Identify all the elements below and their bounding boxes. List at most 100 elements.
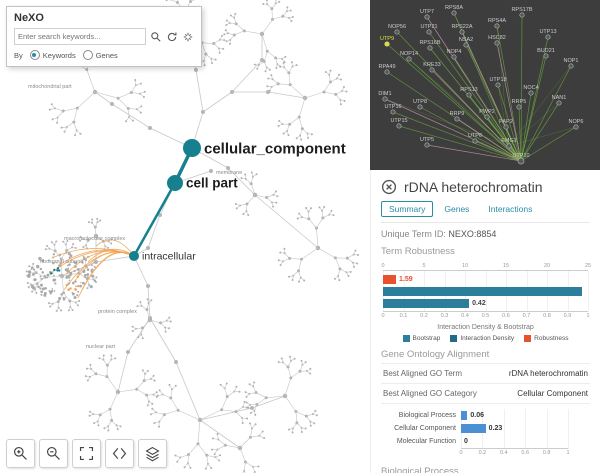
tree-node[interactable] xyxy=(152,374,155,377)
tab-summary[interactable]: Summary xyxy=(381,201,434,217)
tree-node[interactable] xyxy=(289,9,292,12)
tree-node[interactable] xyxy=(93,279,97,282)
tree-node[interactable] xyxy=(304,361,307,364)
tree-node[interactable] xyxy=(74,288,77,291)
gene-node[interactable] xyxy=(517,157,525,165)
tree-node[interactable] xyxy=(114,357,117,360)
tree-node[interactable] xyxy=(74,134,77,137)
tree-node[interactable] xyxy=(213,453,216,456)
tree-node[interactable] xyxy=(229,14,232,17)
tree-node[interactable] xyxy=(253,63,256,66)
tree-node[interactable] xyxy=(38,256,42,261)
tree-node[interactable] xyxy=(245,401,248,404)
tree-node[interactable] xyxy=(31,272,35,276)
tree-node[interactable] xyxy=(291,16,294,19)
tree-node[interactable] xyxy=(218,51,221,54)
tree-node[interactable] xyxy=(69,254,73,258)
tree-node[interactable] xyxy=(287,134,290,137)
tree-node[interactable] xyxy=(241,422,244,425)
tree-node[interactable] xyxy=(356,253,359,256)
tree-node[interactable] xyxy=(89,285,93,289)
tree-node[interactable] xyxy=(224,29,227,32)
gene-node[interactable] xyxy=(384,41,390,47)
tree-node[interactable] xyxy=(153,379,156,382)
highlighted-term-node[interactable] xyxy=(167,175,183,191)
tree-node[interactable] xyxy=(228,42,231,45)
tree-node[interactable] xyxy=(41,271,44,274)
gene-node[interactable] xyxy=(573,124,579,130)
tree-node[interactable] xyxy=(244,391,247,394)
tree-node[interactable] xyxy=(345,90,348,93)
tree-node[interactable] xyxy=(33,278,37,282)
tree-node[interactable] xyxy=(99,219,102,222)
tree-node[interactable] xyxy=(39,275,42,278)
tree-node[interactable] xyxy=(86,379,89,382)
tree-node[interactable] xyxy=(79,239,82,242)
tree-node[interactable] xyxy=(343,99,346,102)
gene-node[interactable] xyxy=(516,104,522,110)
tree-node[interactable] xyxy=(69,271,73,275)
tree-node[interactable] xyxy=(91,274,95,278)
tree-node[interactable] xyxy=(309,424,312,427)
tree-node[interactable] xyxy=(131,119,134,122)
tree-node[interactable] xyxy=(265,0,268,2)
zoom-out-button[interactable] xyxy=(39,439,68,468)
tree-node[interactable] xyxy=(253,470,256,473)
tree-node[interactable] xyxy=(333,277,336,280)
tab-interactions[interactable]: Interactions xyxy=(488,204,533,214)
layers-button[interactable] xyxy=(138,439,167,468)
tree-node[interactable] xyxy=(95,276,98,279)
tree-node[interactable] xyxy=(79,235,82,238)
gene-node[interactable] xyxy=(454,116,460,122)
tree-node[interactable] xyxy=(137,336,140,339)
gene-node[interactable] xyxy=(384,69,390,75)
tree-node[interactable] xyxy=(225,19,228,22)
tree-node[interactable] xyxy=(107,246,110,249)
tree-node[interactable] xyxy=(300,138,303,141)
tree-node[interactable] xyxy=(82,255,85,258)
refresh-icon[interactable] xyxy=(165,30,178,43)
tree-node[interactable] xyxy=(307,136,310,139)
gene-node[interactable] xyxy=(495,82,501,88)
tree-node[interactable] xyxy=(240,177,243,180)
tree-node[interactable] xyxy=(212,437,215,440)
tree-node[interactable] xyxy=(62,240,65,243)
fit-view-button[interactable] xyxy=(72,439,101,468)
tree-node[interactable] xyxy=(72,242,75,245)
tree-node[interactable] xyxy=(295,137,298,140)
gene-node[interactable] xyxy=(429,67,435,73)
tree-node[interactable] xyxy=(277,361,280,364)
tree-node[interactable] xyxy=(282,132,285,135)
gene-node[interactable] xyxy=(466,92,472,98)
tree-node[interactable] xyxy=(53,268,56,272)
tree-node[interactable] xyxy=(97,424,100,427)
tree-node[interactable] xyxy=(290,20,293,23)
tree-node[interactable] xyxy=(253,381,256,384)
tree-node[interactable] xyxy=(51,118,54,121)
tree-node[interactable] xyxy=(164,330,167,333)
tree-node[interactable] xyxy=(298,280,301,283)
tree-node[interactable] xyxy=(282,61,285,64)
tree-node[interactable] xyxy=(174,454,177,457)
gene-node[interactable] xyxy=(417,104,423,110)
tree-node[interactable] xyxy=(71,309,74,312)
tree-node[interactable] xyxy=(250,171,253,174)
tree-node[interactable] xyxy=(40,278,43,280)
tree-node[interactable] xyxy=(80,281,82,284)
radio-keywords[interactable]: Keywords xyxy=(29,50,76,60)
tree-node[interactable] xyxy=(141,337,144,340)
tree-node[interactable] xyxy=(91,268,94,271)
tree-node[interactable] xyxy=(216,433,219,436)
tree-node[interactable] xyxy=(168,327,171,330)
tree-node[interactable] xyxy=(349,270,352,273)
tree-node[interactable] xyxy=(54,282,57,285)
tree-node[interactable] xyxy=(85,367,88,370)
gene-node[interactable] xyxy=(484,114,490,120)
tree-node[interactable] xyxy=(342,86,345,89)
tree-node[interactable] xyxy=(44,286,47,290)
tree-node[interactable] xyxy=(226,166,230,170)
tree-node[interactable] xyxy=(56,269,59,272)
radio-genes[interactable]: Genes xyxy=(82,50,118,60)
tree-node[interactable] xyxy=(210,448,213,451)
tree-node[interactable] xyxy=(223,33,226,36)
